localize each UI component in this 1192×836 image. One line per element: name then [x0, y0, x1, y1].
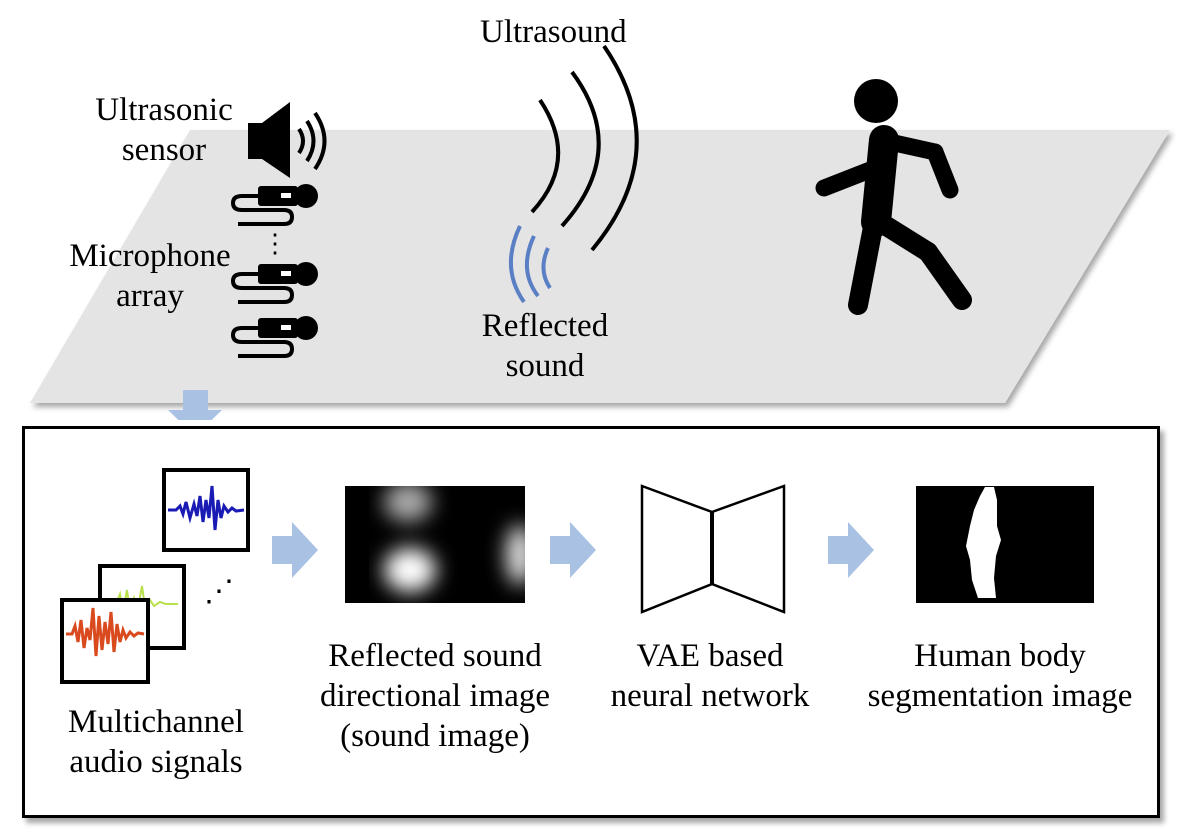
down-arrow — [168, 390, 222, 420]
microphone-icon — [230, 316, 318, 358]
reflected-waves — [509, 225, 552, 304]
ultrasound-label: Ultrasound — [480, 14, 627, 50]
scene-graphic — [30, 44, 1170, 420]
speaker-icon — [248, 102, 327, 178]
microphone-icon — [230, 262, 318, 304]
array-ellipsis: ⋮ — [262, 229, 288, 258]
ultrasound-waves — [530, 44, 639, 252]
microphone-icon — [230, 184, 318, 226]
walking-person-icon — [815, 79, 972, 315]
audio-ellipsis: ⋰ — [204, 575, 234, 608]
